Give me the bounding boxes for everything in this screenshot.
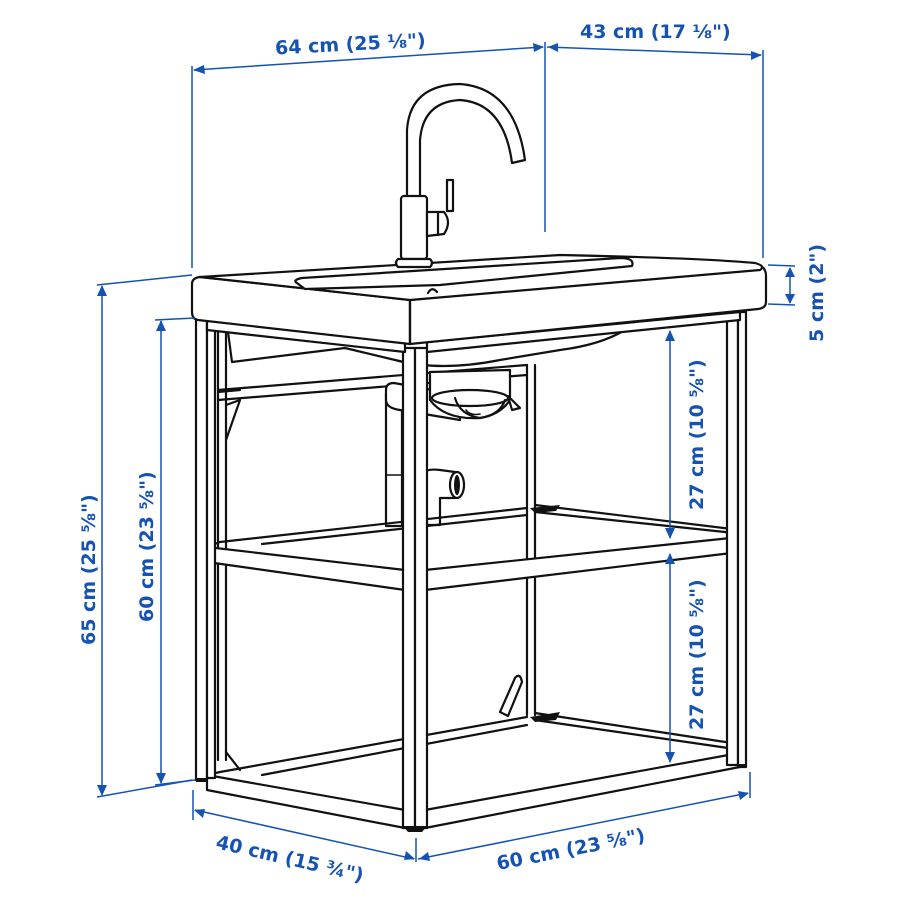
dimension-upper-clearance: 27 cm (10 ⅝") (665, 330, 708, 539)
middle-shelf (205, 503, 742, 592)
right-legs (725, 310, 748, 769)
front-left-leg (194, 316, 217, 782)
back-left-leg (216, 328, 228, 762)
label-basin-thickness: 5 cm (2") (806, 244, 828, 342)
label-frame-height: 60 cm (23 ⅝") (136, 471, 158, 622)
faucet (394, 82, 527, 269)
label-lower-clearance: 27 cm (10 ⅝") (686, 579, 708, 730)
washstand-illustration (190, 82, 768, 832)
dimension-total-height: 65 cm (25 ⅝") (78, 274, 193, 798)
dimension-basin-thickness: 5 cm (2") (767, 244, 828, 342)
washbasin (190, 253, 768, 346)
dimension-top-depth: 43 cm (17 ⅛") (546, 21, 764, 258)
dimension-lower-clearance: 27 cm (10 ⅝") (665, 553, 708, 763)
label-frame-width: 60 cm (23 ⅝") (495, 825, 647, 875)
label-total-height: 65 cm (25 ⅝") (78, 494, 100, 645)
dimension-top-width: 64 cm (25 ⅛") (191, 30, 546, 268)
label-top-width: 64 cm (25 ⅛") (274, 30, 426, 60)
dimension-frame-height: 60 cm (23 ⅝") (136, 317, 196, 786)
back-right-leg (525, 363, 537, 717)
label-top-depth: 43 cm (17 ⅛") (580, 21, 731, 43)
label-upper-clearance: 27 cm (10 ⅝") (686, 359, 708, 510)
bottom-shelf (205, 398, 747, 830)
front-center-leg (401, 346, 429, 832)
label-frame-depth: 40 cm (15 ¾") (214, 831, 366, 886)
